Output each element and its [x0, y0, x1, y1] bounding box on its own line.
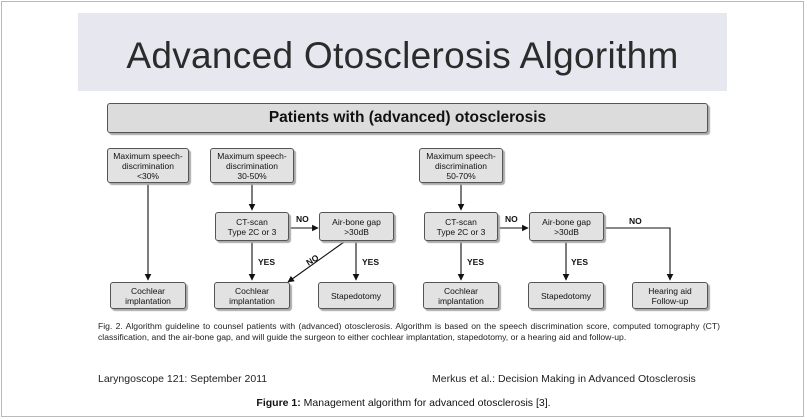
msd-high-box: Maximum speech- discrimination 50-70%: [419, 148, 503, 183]
cochlear-implantation-box-2: Cochlear implantation: [214, 282, 290, 309]
label-no-ct-right: NO: [505, 214, 518, 224]
arrow-abg-left-to-ci: [287, 241, 345, 283]
label-no-ct-left: NO: [296, 214, 309, 224]
figure-caption-text: Management algorithm for advanced otoscl…: [300, 397, 551, 409]
article-running-title: Merkus et al.: Decision Making in Advanc…: [432, 373, 696, 385]
label-no-abg-right: NO: [629, 216, 642, 226]
figure-legend: Fig. 2. Algorithm guideline to counsel p…: [98, 321, 720, 342]
label-yes-ct-right: YES: [467, 257, 485, 267]
msd-mid-box: Maximum speech- discrimination 30-50%: [210, 148, 294, 183]
stapedotomy-box-2: Stapedotomy: [528, 282, 604, 309]
slide-body: [78, 91, 727, 389]
arrow-abg-right-to-hearing-aid: [604, 227, 674, 281]
air-bone-gap-left-box: Air-bone gap >30dB: [319, 212, 394, 241]
figure-caption-label: Figure 1:: [256, 397, 301, 409]
stapedotomy-box-1: Stapedotomy: [318, 282, 394, 309]
ct-scan-left-box: CT-scan Type 2C or 3: [215, 212, 289, 241]
msd-low-box: Maximum speech- discrimination <30%: [107, 148, 189, 183]
air-bone-gap-right-box: Air-bone gap >30dB: [529, 212, 604, 241]
label-yes-ct-left: YES: [258, 257, 276, 267]
figure-caption: Figure 1: Management algorithm for advan…: [0, 397, 807, 409]
slide-title: Advanced Otosclerosis Algorithm: [126, 35, 679, 76]
title-banner: Advanced Otosclerosis Algorithm: [78, 13, 727, 91]
journal-citation: Laryngoscope 121: September 2011: [98, 373, 268, 385]
cochlear-implantation-box-1: Cochlear implantation: [110, 282, 186, 309]
label-yes-abg-right: YES: [571, 257, 589, 267]
patients-header: Patients with (advanced) otosclerosis: [107, 103, 708, 133]
ct-scan-right-box: CT-scan Type 2C or 3: [424, 212, 498, 241]
label-yes-abg-left: YES: [362, 257, 380, 267]
cochlear-implantation-box-3: Cochlear implantation: [423, 282, 499, 309]
hearing-aid-box: Hearing aid Follow-up: [632, 282, 708, 309]
